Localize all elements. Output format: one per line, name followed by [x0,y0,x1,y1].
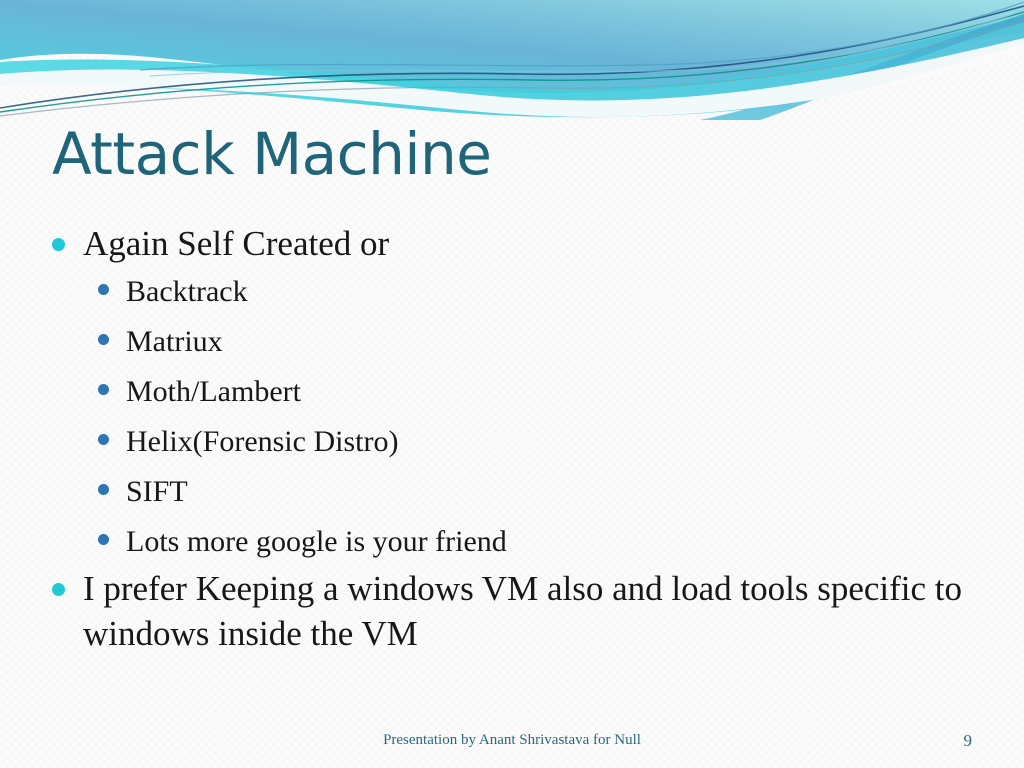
slide-footer: Presentation by Anant Shrivastava for Nu… [383,732,641,748]
bullet-text: Matriux [126,324,223,358]
bullet-item-level1: Again Self Created or [52,222,982,266]
slide-body-content: Again Self Created or Backtrack Matriux … [52,222,982,658]
bullet-dot-icon [98,433,109,445]
bullet-item-level2: Lots more google is your friend [98,518,982,567]
slide-page-number: 9 [963,731,973,750]
bullet-text: I prefer Keeping a windows VM also and l… [83,569,962,653]
bullet-item-level2: Matriux [98,318,982,367]
header-wave-decoration [0,0,1024,120]
bullet-item-level2: Helix(Forensic Distro) [98,418,982,467]
bullet-dot-icon [98,284,109,296]
bullet-dot-icon [52,238,65,251]
bullet-item-level1: I prefer Keeping a windows VM also and l… [52,567,982,655]
bullet-dot-icon [98,483,109,495]
bullet-text: Again Self Created or [83,224,390,263]
bullet-dot-icon [98,333,109,345]
bullet-item-level2: SIFT [98,468,982,517]
bullet-text: Helix(Forensic Distro) [126,424,399,458]
bullet-dot-icon [98,383,109,395]
bullet-text: SIFT [126,474,188,508]
bullet-text: Backtrack [126,275,248,309]
bullet-text: Lots more google is your friend [126,524,507,558]
bullet-dot-icon [98,533,109,545]
bullet-text: Moth/Lambert [126,374,301,408]
bullet-item-level2: Backtrack [98,268,982,317]
bullet-item-level2: Moth/Lambert [98,368,982,417]
slide-title: Attack Machine [52,120,492,188]
bullet-dot-icon [52,583,65,597]
